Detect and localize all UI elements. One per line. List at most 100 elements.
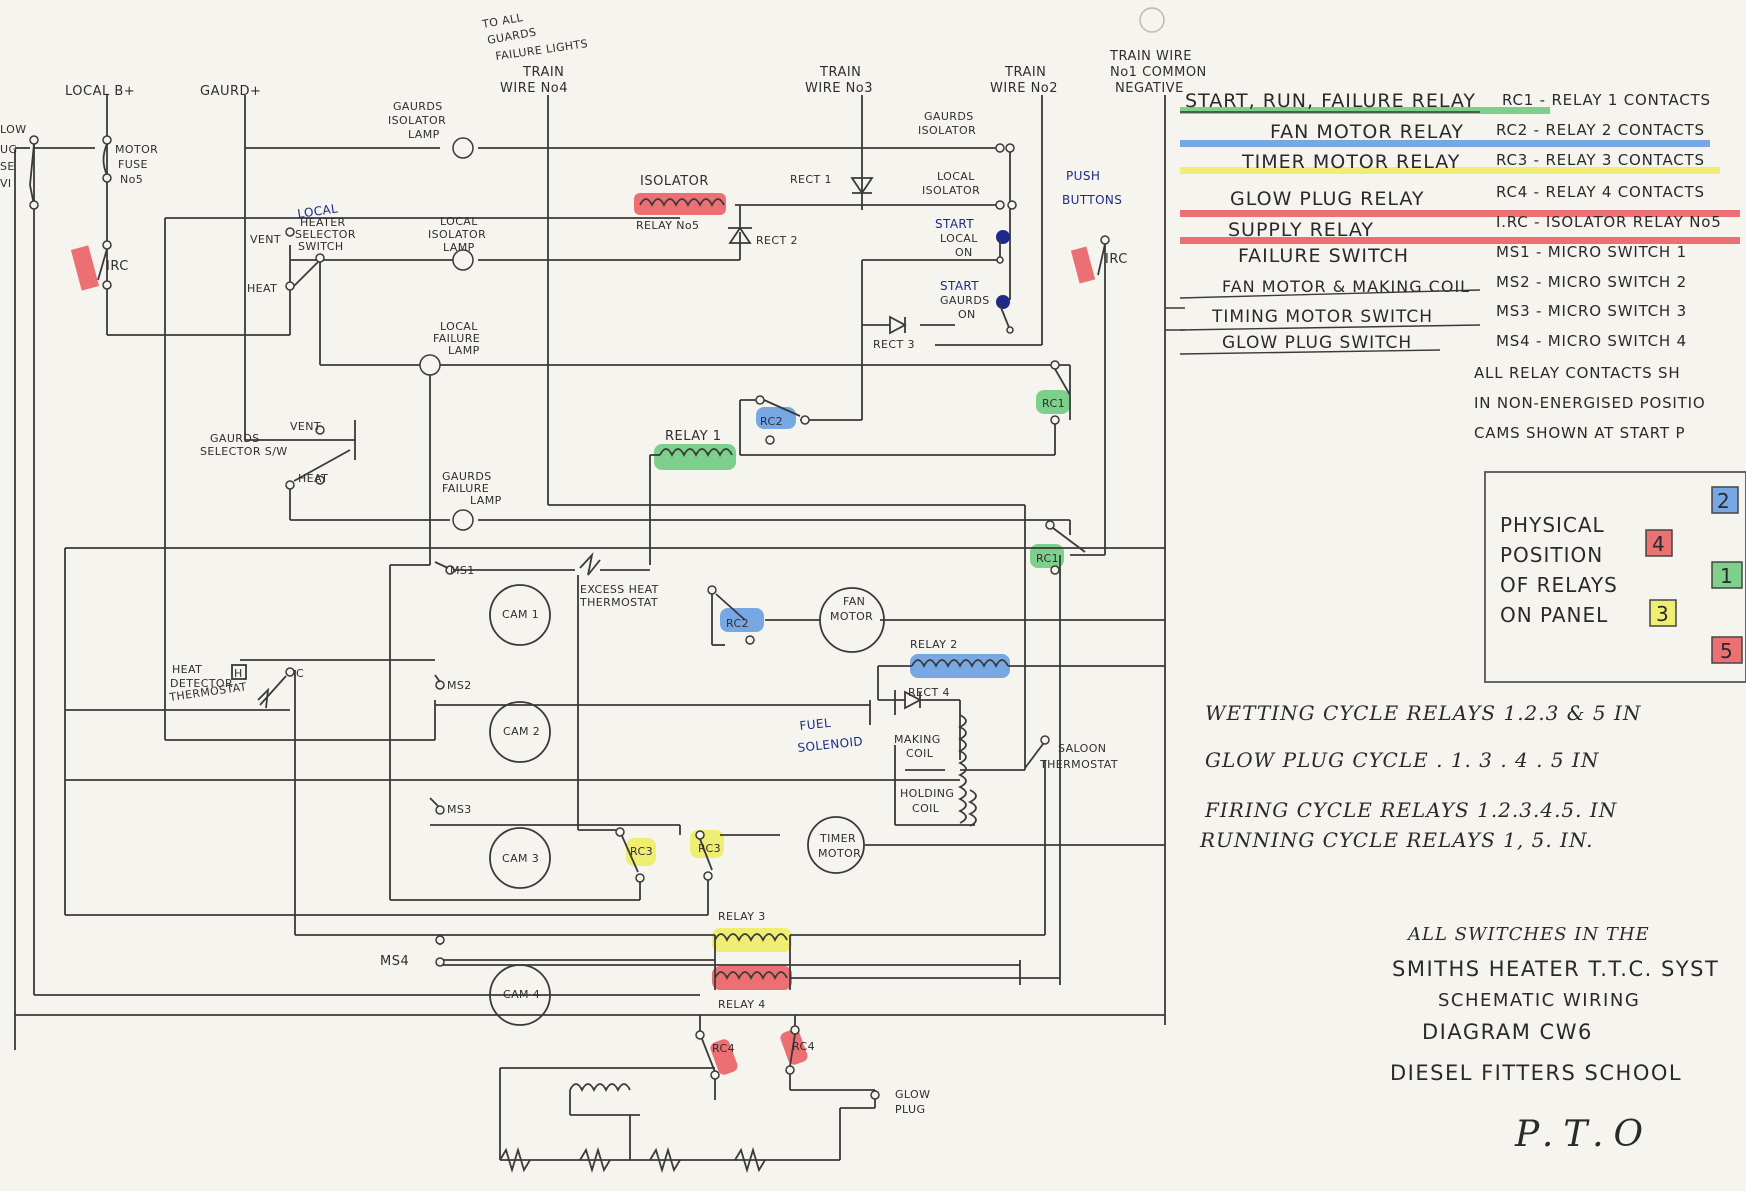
label-h: H bbox=[234, 667, 243, 680]
label-tw4-2: WIRE No4 bbox=[500, 81, 568, 96]
label-local-word: LOCAL bbox=[296, 201, 339, 221]
gaurds-failure-lamp-icon bbox=[452, 509, 474, 531]
cycle-3: FIRING CYCLE RELAYS 1.2.3.4.5. IN bbox=[1204, 798, 1618, 822]
label-gaurds-sel-1: GAURDS bbox=[210, 432, 260, 445]
label-start-local-2: LOCAL bbox=[940, 232, 978, 245]
legend-code-0: RC1 - RELAY 1 CONTACTS bbox=[1502, 91, 1711, 109]
isolator-relay-coil-icon bbox=[639, 198, 725, 208]
highlight-legend-rc3 bbox=[1180, 167, 1720, 174]
highlight-legend-rc2 bbox=[1180, 140, 1710, 147]
label-tw3-1: TRAIN bbox=[819, 65, 861, 80]
label-local-iso-lamp-3: LAMP bbox=[443, 241, 475, 254]
label-rc1-top: RC1 bbox=[1042, 397, 1065, 410]
highlight-legend-rc4 bbox=[1180, 210, 1740, 217]
label-heat-det-1: HEAT bbox=[172, 663, 202, 676]
label-motor-fuse-2: FUSE bbox=[118, 158, 148, 171]
cam4-icon bbox=[489, 964, 551, 1026]
legend-label-3: GLOW PLUG RELAY bbox=[1230, 188, 1425, 210]
legend-label-4: SUPPLY RELAY bbox=[1228, 219, 1374, 241]
label-heater-sel-3: SWITCH bbox=[298, 240, 344, 253]
label-gaurds-isolator-2: ISOLATOR bbox=[918, 124, 976, 137]
footer-all-switches: ALL SWITCHES IN THE bbox=[1406, 924, 1650, 945]
legend-code-1: RC2 - RELAY 2 CONTACTS bbox=[1496, 121, 1705, 139]
label-tw2-2: WIRE No2 bbox=[990, 81, 1058, 96]
legend-code-7: MS3 - MICRO SWITCH 3 bbox=[1496, 302, 1687, 320]
label-fan-motor-2: MOTOR bbox=[830, 610, 873, 623]
label-left-1: LOW bbox=[0, 123, 26, 136]
start-local-button-icon bbox=[996, 230, 1010, 244]
highlight-rc3-a bbox=[626, 838, 656, 866]
making-coil-icon bbox=[957, 714, 967, 824]
label-tw1-1: TRAIN WIRE bbox=[1109, 49, 1192, 64]
label-cam2: CAM 2 bbox=[503, 725, 540, 738]
glow-plug-element-icon bbox=[569, 1083, 631, 1093]
label-holding-2: COIL bbox=[912, 802, 940, 815]
legend: START, RUN, FAILURE RELAY RC1 - RELAY 1 … bbox=[1179, 90, 1721, 442]
label-gaurds-isolator-1: GAURDS bbox=[924, 110, 974, 123]
label-motor-fuse-3: No5 bbox=[120, 173, 143, 186]
label-rc1-mid: RC1 bbox=[1036, 552, 1059, 565]
label-rc4-b: RC4 bbox=[792, 1040, 815, 1053]
label-vent: VENT bbox=[250, 233, 281, 246]
label-making-2: COIL bbox=[906, 747, 934, 760]
legend-code-2: RC3 - RELAY 3 CONTACTS bbox=[1496, 151, 1705, 169]
label-isolator: ISOLATOR bbox=[640, 174, 709, 189]
label-rect2: RECT 2 bbox=[756, 234, 798, 247]
label-rc3-a: RC3 bbox=[630, 845, 653, 858]
phys-box-3: 3 bbox=[1656, 602, 1670, 626]
label-rc2-top: RC2 bbox=[760, 415, 783, 428]
resistor-4-icon bbox=[734, 1146, 766, 1174]
label-relay2: RELAY 2 bbox=[910, 638, 958, 651]
label-ms3: MS3 bbox=[447, 803, 472, 816]
cycle-1: WETTING CYCLE RELAYS 1.2.3 & 5 IN bbox=[1205, 701, 1642, 725]
cam3-icon bbox=[489, 827, 551, 889]
relay3-coil-icon bbox=[714, 933, 788, 943]
note-3: CAMS SHOWN AT START P bbox=[1474, 424, 1685, 442]
legend-label-2: TIMER MOTOR RELAY bbox=[1241, 151, 1460, 173]
gaurds-isolator-lamp-icon bbox=[452, 137, 474, 159]
resistor-1-icon bbox=[499, 1146, 531, 1174]
excess-heat-thermostat-icon bbox=[579, 552, 601, 576]
label-tw3-2: WIRE No3 bbox=[805, 81, 873, 96]
label-local-b: LOCAL B+ bbox=[65, 84, 135, 99]
label-making-1: MAKING bbox=[894, 733, 941, 746]
fan-motor-icon bbox=[819, 587, 885, 653]
label-push-2: BUTTONS bbox=[1062, 193, 1122, 207]
label-local-iso-lamp-2: ISOLATOR bbox=[428, 228, 486, 241]
highlight-rc4-a bbox=[710, 1039, 738, 1075]
cam2-icon bbox=[489, 701, 551, 763]
label-local-fail-lamp-1: LOCAL bbox=[440, 320, 478, 333]
label-glow-plug-2: PLUG bbox=[895, 1103, 925, 1116]
highlight-rc1-mid bbox=[1030, 544, 1064, 568]
rect1-diode-icon bbox=[850, 177, 874, 195]
punch-hole bbox=[1139, 7, 1165, 33]
phys-box-1: 1 bbox=[1720, 564, 1734, 588]
legend-label-5: FAILURE SWITCH bbox=[1238, 245, 1409, 267]
wires bbox=[14, 95, 1185, 1161]
label-rc3-b: RC3 bbox=[698, 842, 721, 855]
label-heater-sel-2: SELECTOR bbox=[295, 228, 356, 241]
label-irc-left: IRC bbox=[106, 259, 129, 274]
highlight-rc2-top bbox=[756, 407, 796, 429]
physical-position-panel: PHYSICAL POSITION OF RELAYS ON PANEL 2 4… bbox=[1484, 471, 1746, 683]
label-saloon-1: SALOON bbox=[1058, 742, 1106, 755]
resistor-2-icon bbox=[579, 1146, 611, 1174]
label-tw1-3: NEGATIVE bbox=[1115, 81, 1184, 96]
holding-coil-icon bbox=[967, 789, 977, 827]
highlight-legend-rc1 bbox=[1180, 107, 1550, 114]
label-relay1: RELAY 1 bbox=[665, 429, 722, 444]
cycle-2: GLOW PLUG CYCLE . 1. 3 . 4 . 5 IN bbox=[1205, 748, 1600, 772]
label-local-iso-lamp-1: LOCAL bbox=[440, 215, 478, 228]
title-block: ALL SWITCHES IN THE SMITHS HEATER T.T.C.… bbox=[1390, 924, 1718, 1155]
phys-l2: POSITION bbox=[1500, 543, 1603, 567]
label-start-local-1: START bbox=[935, 217, 974, 231]
cycles: WETTING CYCLE RELAYS 1.2.3 & 5 IN GLOW P… bbox=[1199, 701, 1642, 852]
cycle-4: RUNNING CYCLE RELAYS 1, 5. IN. bbox=[1199, 828, 1594, 852]
symbols bbox=[29, 7, 1165, 1174]
footer-title-3: DIAGRAM CW6 bbox=[1422, 1020, 1593, 1044]
legend-code-3: RC4 - RELAY 4 CONTACTS bbox=[1496, 183, 1705, 201]
phys-box-2: 2 bbox=[1717, 489, 1731, 513]
start-gaurds-button-icon bbox=[996, 295, 1010, 309]
label-motor-fuse-1: MOTOR bbox=[115, 143, 158, 156]
